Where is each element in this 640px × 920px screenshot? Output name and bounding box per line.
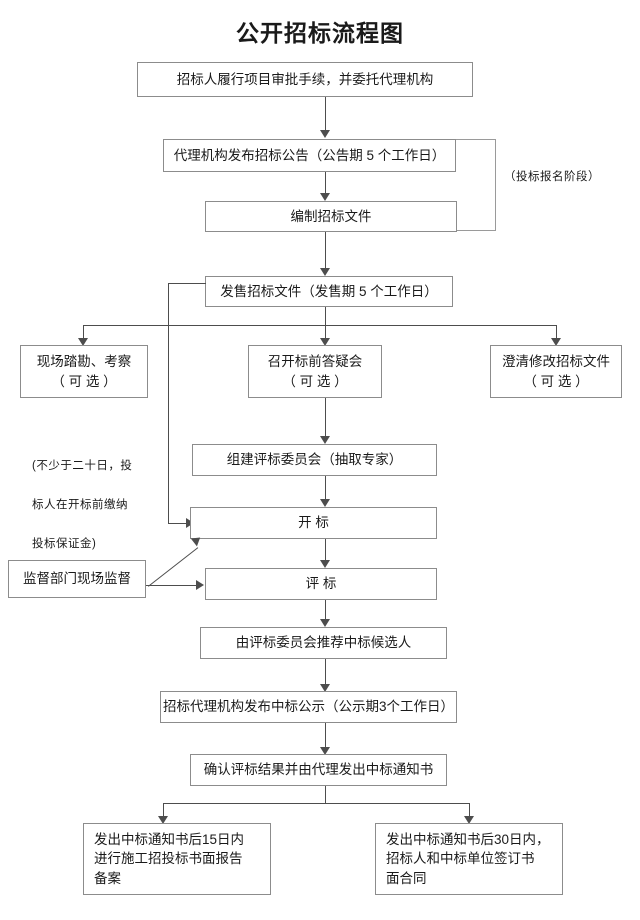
node-announcement[interactable]: 代理机构发布招标公告（公告期 5 个工作日） — [163, 139, 456, 172]
node-sign-contract-label-2: 招标人和中标单位签订书 — [386, 851, 535, 867]
node-site-survey-label-2: （ 可 选 ） — [51, 373, 117, 389]
arrowhead-confirm-notice — [320, 747, 330, 755]
arrowhead-qa — [320, 338, 330, 346]
note-registration-stage-text: （投标报名阶段） — [504, 170, 600, 183]
connector-sell-down — [325, 307, 326, 325]
node-bid-evaluation-label: 评 标 — [305, 576, 337, 592]
connector-evaluation-recommend — [325, 600, 326, 622]
note-registration-stage: （投标报名阶段） — [504, 148, 632, 207]
arrowhead-prepare — [320, 193, 330, 201]
node-supervision[interactable]: 监督部门现场监督 — [8, 560, 146, 598]
connector-publicity-confirm — [325, 723, 326, 750]
arrowhead-bid-opening — [320, 499, 330, 507]
connector-sell-left-stub — [168, 283, 206, 284]
note-bid-deposit-line-2: 标人在开标前缴纳 — [32, 498, 128, 511]
arrowhead-clarify — [551, 338, 561, 346]
arrowhead-contract — [464, 816, 474, 824]
node-filing-record-label-2: 进行施工招投标书面报告 — [94, 851, 243, 867]
connector-supervision-evaluation — [146, 585, 198, 586]
node-announcement-label: 代理机构发布招标公告（公告期 5 个工作日） — [173, 147, 446, 163]
node-bid-evaluation[interactable]: 评 标 — [205, 568, 437, 600]
page-title: 公开招标流程图 — [236, 21, 404, 46]
node-winning-publicity-label: 招标代理机构发布中标公示（公示期3个工作日） — [163, 699, 455, 715]
node-filing-record[interactable]: 发出中标通知书后15日内 进行施工招投标书面报告 备案 — [83, 823, 271, 895]
connector-bottom-bus — [163, 803, 469, 804]
node-bid-opening[interactable]: 开 标 — [190, 507, 437, 539]
arrowhead-filing — [158, 816, 168, 824]
connector-bus-to-filing — [163, 803, 164, 820]
node-site-survey-label-1: 现场踏勘、考察 — [36, 353, 132, 369]
connector-fanout-bus — [83, 325, 556, 326]
connector-bus-to-qa — [325, 325, 326, 342]
connector-committee-opening — [325, 476, 326, 502]
node-sell-docs[interactable]: 发售招标文件（发售期 5 个工作日） — [205, 276, 453, 307]
note-bid-deposit-line-1: (不少于二十日，投 — [32, 459, 133, 472]
note-bid-deposit-line-3: 投标保证金) — [32, 537, 97, 550]
arrowhead-sell — [320, 268, 330, 276]
connector-recommend-publicity — [325, 659, 326, 687]
node-clarify-docs-label-1: 澄清修改招标文件 — [502, 353, 610, 369]
connector-bus-to-clarify — [556, 325, 557, 342]
node-recommend-candidates-label: 由评标委员会推荐中标候选人 — [235, 635, 412, 651]
connector-qa-committee — [325, 398, 326, 440]
arrowhead-announcement — [320, 130, 330, 138]
node-clarify-docs-label-2: （ 可 选 ） — [523, 373, 589, 389]
node-sign-contract[interactable]: 发出中标通知书后30日内， 招标人和中标单位签订书 面合同 — [375, 823, 563, 895]
arrowhead-survey — [78, 338, 88, 346]
arrowhead-publicity — [320, 684, 330, 692]
arrowhead-supervision-evaluation — [196, 580, 204, 590]
note-bid-deposit: (不少于二十日，投 标人在开标前缴纳 投标保证金) — [32, 437, 177, 574]
connector-approval-announcement — [325, 97, 326, 134]
node-sign-contract-label-1: 发出中标通知书后30日内， — [386, 831, 550, 847]
node-filing-record-label-1: 发出中标通知书后15日内 — [94, 831, 245, 847]
node-evaluation-committee[interactable]: 组建评标委员会（抽取专家） — [192, 444, 437, 476]
connector-confirm-down — [325, 786, 326, 803]
arrowhead-bid-evaluation — [320, 560, 330, 568]
node-site-survey[interactable]: 现场踏勘、考察 （ 可 选 ） — [20, 345, 148, 398]
connector-sell-left-rail — [168, 283, 169, 523]
connector-opening-evaluation — [325, 539, 326, 563]
node-evaluation-committee-label: 组建评标委员会（抽取专家） — [226, 452, 403, 468]
arrowhead-committee — [320, 436, 330, 444]
node-recommend-candidates[interactable]: 由评标委员会推荐中标候选人 — [200, 627, 447, 659]
connector-rail-to-opening — [168, 523, 192, 524]
node-clarify-docs[interactable]: 澄清修改招标文件 （ 可 选 ） — [490, 345, 622, 398]
connector-bus-to-contract — [469, 803, 470, 820]
node-qa-meeting[interactable]: 召开标前答疑会 （ 可 选 ） — [248, 345, 382, 398]
node-qa-meeting-label-1: 召开标前答疑会 — [267, 353, 363, 369]
node-bid-opening-label: 开 标 — [298, 515, 329, 531]
node-sign-contract-label-3: 面合同 — [386, 870, 427, 886]
arrowhead-recommend — [320, 619, 330, 627]
node-winning-publicity[interactable]: 招标代理机构发布中标公示（公示期3个工作日） — [160, 691, 457, 723]
node-confirm-notice[interactable]: 确认评标结果并由代理发出中标通知书 — [190, 754, 447, 786]
node-confirm-notice-label: 确认评标结果并由代理发出中标通知书 — [203, 762, 434, 778]
node-approval[interactable]: 招标人履行项目审批手续，并委托代理机构 — [137, 62, 473, 97]
bracket-registration-stage — [456, 139, 496, 231]
connector-prepare-sell — [325, 232, 326, 272]
node-approval-label: 招标人履行项目审批手续，并委托代理机构 — [176, 71, 434, 87]
node-prepare-docs-label: 编制招标文件 — [290, 208, 372, 224]
node-sell-docs-label: 发售招标文件（发售期 5 个工作日） — [220, 283, 438, 299]
node-filing-record-label-3: 备案 — [94, 870, 121, 886]
node-prepare-docs[interactable]: 编制招标文件 — [205, 201, 457, 232]
node-supervision-label: 监督部门现场监督 — [23, 571, 131, 587]
connector-bus-to-survey — [83, 325, 84, 342]
node-qa-meeting-label-2: （ 可 选 ） — [282, 373, 348, 389]
connector-announcement-prepare — [325, 172, 326, 197]
